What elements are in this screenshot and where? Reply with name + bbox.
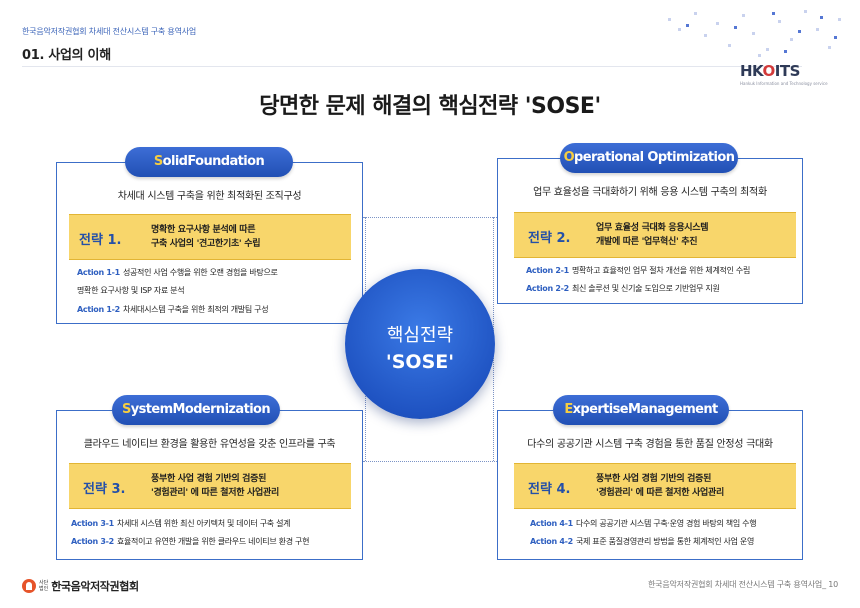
strategy-band: 전략 1. 명확한 요구사항 분석에 따른 구축 사업의 '견고한기초' 수립 [69,214,351,260]
organization-name: 한국음악저작권협회 [51,580,139,593]
strategy-card-4: 다수의 공공기관 시스템 구축 경험을 통한 품질 안정성 극대화 전략 4. … [497,410,803,560]
action-text: 성공적인 사업 수행을 위한 오랜 경험을 바탕으로 [122,268,278,277]
connector-line [363,461,497,462]
strategy-band: 전략 3. 풍부한 사업 경험 기반의 검증된 '경험관리' 에 따른 철저한 … [69,463,351,509]
logo-text-o: O [762,62,776,80]
strategy-headline-line2: '경험관리' 에 따른 철저한 사업관리 [151,488,279,498]
pill-text: ystemModernization [130,402,271,417]
action-text: 최신 솔루션 및 신기술 도입으로 기반업무 지원 [571,284,720,293]
strategy-label: 전략 1. [79,233,122,248]
pill-initial: E [564,402,573,417]
strategy-headline-line2: '경험관리' 에 따른 철저한 사업관리 [596,488,724,498]
header-divider [22,66,802,67]
strategy-headline-line1: 풍부한 사업 경험 기반의 검증된 [596,474,712,484]
action-text: 명확한 요구사항 및 ISP 자료 분석 [77,286,185,295]
strategy-description: 다수의 공공기관 시스템 구축 경험을 통한 품질 안정성 극대화 [527,439,773,450]
strategy-band: 전략 2. 업무 효율성 극대화 응용시스템 개발에 따른 '업무혁신' 추진 [514,212,796,258]
pill-text: olidFoundation [162,154,265,169]
strategy-headline-line2: 구축 사업의 '견고한기초' 수립 [151,239,261,249]
organization-emblem-icon [22,579,36,593]
strategy-pill-solid-foundation: SolidFoundation [125,147,293,177]
page-footer-note: 한국음악저작권협회 차세대 전산시스템 구축 용역사업_ 10 [648,580,838,589]
pill-text: xpertiseManagement [572,402,719,417]
strategy-description: 차세대 시스템 구축을 위한 최적화된 조직구성 [117,191,302,202]
logo-text-hk: HK [740,62,763,80]
action-label: Action 1-2 [77,305,120,314]
action-text: 국제 표준 품질경영관리 방법을 통한 체계적인 사업 운영 [575,537,755,546]
pill-initial: S [121,402,131,417]
strategy-band: 전략 4. 풍부한 사업 경험 기반의 검증된 '경험관리' 에 따른 철저한 … [514,463,796,509]
strategy-pill-operational-optimization: Operational Optimization [560,143,738,173]
organization-logo: 사단 법인 한국음악저작권협회 [22,578,139,594]
pill-text: perational Optimization [574,150,735,165]
organization-type-line1: 사단 [39,580,49,586]
decorative-dot-pattern [668,10,841,57]
core-strategy-circle: 핵심전략 'SOSE' [345,269,495,419]
strategy-headline: 풍부한 사업 경험 기반의 검증된 '경험관리' 에 따른 철저한 사업관리 [151,472,279,500]
action-text: 명확하고 효율적인 업무 절차 개선을 위한 체계적인 수립 [571,266,751,275]
strategy-pill-expertise-management: ExpertiseManagement [553,395,729,425]
logo-text-its: ITS [774,62,801,80]
strategy-label: 전략 4. [528,482,571,497]
strategy-headline-line1: 명확한 요구사항 분석에 따른 [151,225,256,235]
strategy-headline: 명확한 요구사항 분석에 따른 구축 사업의 '견고한기초' 수립 [151,223,260,251]
strategy-label: 전략 2. [528,231,571,246]
strategy-pill-system-modernization: SystemModernization [112,395,280,425]
strategy-headline-line2: 개발에 따른 '업무혁신' 추진 [596,237,698,247]
action-label: Action 2-2 [526,284,569,293]
strategy-card-2: 업무 효율성을 극대화하기 위해 응용 시스템 구축의 최적화 전략 2. 업무… [497,158,803,304]
action-label: Action 1-1 [77,268,120,277]
pill-initial: S [153,154,163,169]
company-logo: HKOITS Hankuk Information and Technology… [740,62,828,90]
strategy-card-1: 차세대 시스템 구축을 위한 최적화된 조직구성 전략 1. 명확한 요구사항 … [56,162,363,324]
action-label: Action 4-1 [530,519,573,528]
page-title: 당면한 문제 해결의 핵심전략 'SOSE' [259,94,601,119]
strategy-description: 클라우드 네이티브 환경을 활용한 유연성을 갖춘 인프라를 구축 [83,439,336,450]
section-title: 01. 사업의 이해 [22,48,111,63]
strategy-label: 전략 3. [83,482,126,497]
project-subtitle: 한국음악저작권협회 차세대 전산시스템 구축 용역사업 [22,27,197,36]
core-strategy-label: 핵심전략 [386,325,454,346]
action-label: Action 3-1 [71,519,114,528]
action-label: Action 3-2 [71,537,114,546]
strategy-headline: 업무 효율성 극대화 응용시스템 개발에 따른 '업무혁신' 추진 [596,221,709,249]
organization-type-line2: 법인 [39,586,49,592]
core-strategy-acronym: 'SOSE' [385,351,455,373]
action-text: 차세대 시스템 위한 최신 아키텍처 및 데이터 구축 설계 [116,519,291,528]
strategy-description: 업무 효율성을 극대화하기 위해 응용 시스템 구축의 최적화 [533,187,767,198]
action-text: 다수의 공공기관 시스템 구축·운영 경험 바탕의 책임 수행 [575,519,757,528]
strategy-card-3: 클라우드 네이티브 환경을 활용한 유연성을 갖춘 인프라를 구축 전략 3. … [56,410,363,560]
strategy-headline-line1: 풍부한 사업 경험 기반의 검증된 [151,474,267,484]
pill-initial: O [563,150,575,165]
logo-tagline: Hankuk Information and Technology servic… [740,81,828,86]
action-text: 차세대시스템 구축을 위한 최적의 개발팀 구성 [122,305,269,314]
organization-type: 사단 법인 [39,580,48,592]
action-label: Action 2-1 [526,266,569,275]
action-item: 명확한 요구사항 및 ISP 자료 분석 [77,285,185,296]
action-label: Action 4-2 [530,537,573,546]
strategy-headline-line1: 업무 효율성 극대화 응용시스템 [596,223,709,233]
action-text: 효율적이고 유연한 개발을 위한 클라우드 네이티브 환경 구현 [116,537,310,546]
strategy-headline: 풍부한 사업 경험 기반의 검증된 '경험관리' 에 따른 철저한 사업관리 [596,472,724,500]
connector-line [363,217,497,218]
